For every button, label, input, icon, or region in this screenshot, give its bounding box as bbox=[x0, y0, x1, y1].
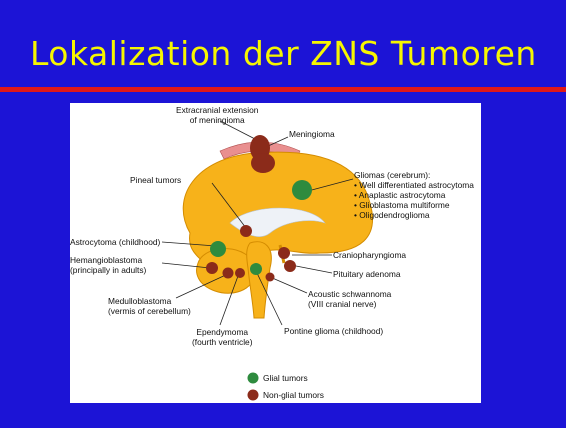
meningioma-marker bbox=[251, 153, 275, 173]
legend-nonglial-dot bbox=[248, 390, 259, 401]
label-gliomas-item-2: • Anaplastic astrocytoma bbox=[354, 190, 474, 200]
pontine-glioma-marker bbox=[250, 263, 262, 275]
label-hemangioblastoma-line-2: (principally in adults) bbox=[70, 265, 146, 275]
legend-glial-dot bbox=[248, 373, 259, 384]
label-hemangioblastoma: Hemangioblastoma (principally in adults) bbox=[70, 255, 146, 275]
ependymoma-marker bbox=[235, 268, 245, 278]
pineal-tumor-marker bbox=[240, 225, 252, 237]
label-childhood-astrocytoma: Astrocytoma (childhood) bbox=[70, 237, 160, 247]
label-pituitary-adenoma: Pituitary adenoma bbox=[333, 269, 401, 279]
legend-nonglial-label: Non-glial tumors bbox=[263, 390, 324, 400]
label-hemangioblastoma-line-1: Hemangioblastoma bbox=[70, 255, 146, 265]
label-ependymoma-line-2: (fourth ventricle) bbox=[192, 337, 253, 347]
childhood-astrocytoma-marker bbox=[210, 241, 226, 257]
medulloblastoma-marker bbox=[223, 268, 234, 279]
label-meningioma: Meningioma bbox=[289, 129, 335, 139]
label-craniopharyngioma: Craniopharyngioma bbox=[333, 250, 406, 260]
label-medulloblastoma-line-2: (vermis of cerebellum) bbox=[108, 306, 191, 316]
label-gliomas-item-1: • Well differentiated astrocytoma bbox=[354, 180, 474, 190]
title-divider bbox=[0, 87, 566, 92]
label-pontine-glioma: Pontine glioma (childhood) bbox=[284, 326, 383, 336]
label-acoustic-schwannoma: Acoustic schwannoma (VIII cranial nerve) bbox=[308, 289, 391, 309]
label-extracranial-line-2: of meningioma bbox=[176, 115, 258, 125]
label-medulloblastoma-line-1: Medulloblastoma bbox=[108, 296, 191, 306]
slide-title: Lokalization der ZNS Tumoren bbox=[30, 34, 537, 73]
label-extracranial-meningioma: Extracranial extension of meningioma bbox=[176, 105, 258, 125]
tumor-location-figure: Extracranial extension of meningioma Men… bbox=[70, 103, 481, 403]
label-gliomas-item-3: • Glioblastoma multiforme bbox=[354, 200, 474, 210]
label-gliomas-item-4: • Oligodendroglioma bbox=[354, 210, 474, 220]
cerebral-glioma-marker bbox=[292, 180, 312, 200]
legend-glial-label: Glial tumors bbox=[263, 373, 308, 383]
hemangioblastoma-marker bbox=[206, 262, 218, 274]
brain-illustration bbox=[70, 103, 481, 403]
craniopharyngioma-marker bbox=[278, 247, 290, 259]
label-gliomas: Gliomas (cerebrum): • Well differentiate… bbox=[354, 170, 474, 220]
label-ependymoma: Ependymoma (fourth ventricle) bbox=[192, 327, 253, 347]
label-ependymoma-line-1: Ependymoma bbox=[192, 327, 253, 337]
label-extracranial-line-1: Extracranial extension bbox=[176, 105, 258, 115]
pituitary-adenoma-marker bbox=[284, 260, 296, 272]
label-acoustic-line-2: (VIII cranial nerve) bbox=[308, 299, 391, 309]
label-acoustic-line-1: Acoustic schwannoma bbox=[308, 289, 391, 299]
label-gliomas-title: Gliomas (cerebrum): bbox=[354, 170, 474, 180]
label-medulloblastoma: Medulloblastoma (vermis of cerebellum) bbox=[108, 296, 191, 316]
acoustic-schwannoma-marker bbox=[266, 273, 275, 282]
label-pineal-tumors: Pineal tumors bbox=[130, 175, 181, 185]
